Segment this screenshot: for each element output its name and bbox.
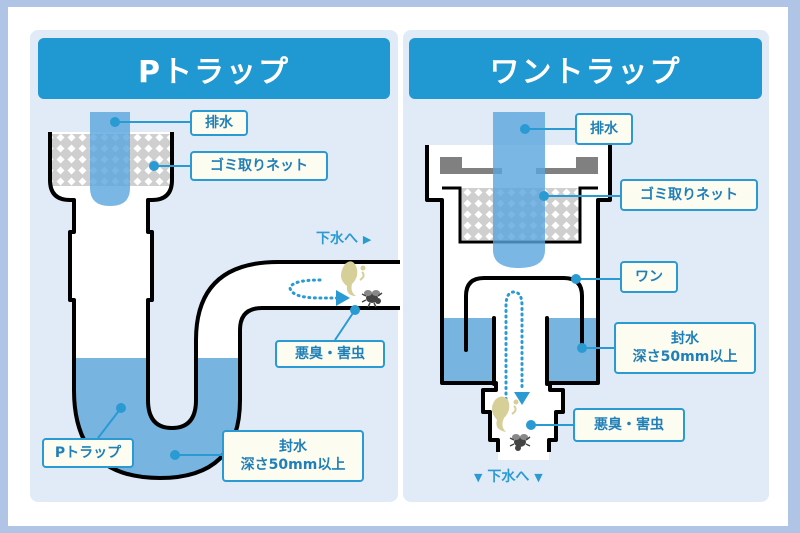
onetrap-net-label-text: ゴミ取りネット [640, 187, 738, 203]
onetrap-seal-depth: 深さ50mm以上 [632, 349, 738, 365]
onetrap-odor-label-text: 悪臭・害虫 [594, 417, 664, 433]
ptrap-odor-label-text: 悪臭・害虫 [295, 346, 365, 362]
right-arrow-icon: ▶ [362, 233, 372, 246]
onetrap-odor-label: 悪臭・害虫 [573, 408, 685, 442]
onetrap-drain-label-text: 排水 [590, 121, 618, 137]
onetrap-to-sewer-text: 下水へ [487, 469, 530, 485]
onetrap-bowl-label: ワン [620, 261, 678, 293]
ptrap-seal-label: 封水 深さ50mm以上 [222, 430, 364, 482]
ptrap-net-label: ゴミ取りネット [190, 151, 328, 181]
ptrap-seal-depth: 深さ50mm以上 [240, 457, 346, 473]
onetrap-net-label: ゴミ取りネット [620, 179, 758, 211]
onetrap-seal-label: 封水 深さ50mm以上 [614, 322, 756, 374]
ptrap-drain-label: 排水 [190, 110, 248, 136]
ptrap-odor-label: 悪臭・害虫 [275, 340, 385, 368]
onetrap-gas-flow-arrow [504, 290, 530, 407]
down-arrow-icon: ▼ [474, 471, 483, 484]
onetrap-seal-title: 封水 [671, 331, 699, 347]
ptrap-name-label-text: Pトラップ [54, 445, 122, 461]
onetrap-odor-icon [491, 396, 519, 432]
ptrap-drain-column [90, 112, 130, 206]
ptrap-gas-flow-arrow [288, 278, 350, 306]
ptrap-title: Pトラップ [38, 38, 390, 99]
onetrap-drain-label: 排水 [575, 113, 633, 145]
onetrap-leader-lines [520, 124, 620, 430]
ptrap-pipe [48, 112, 400, 480]
ptrap-to-sewer-text: 下水へ [316, 231, 358, 247]
onetrap-lid-right [536, 157, 598, 174]
onetrap-bowl-label-text: ワン [635, 269, 663, 285]
ptrap-drain-label-text: 排水 [205, 115, 233, 131]
ptrap-leader-lines [97, 117, 360, 460]
onetrap-insect-icon [509, 434, 531, 451]
ptrap-net-label-text: ゴミ取りネット [210, 158, 308, 174]
onetrap-drain-column [493, 112, 545, 268]
ptrap-seal-title: 封水 [279, 439, 307, 455]
ptrap-name-label: Pトラップ [42, 438, 134, 468]
ptrap-to-sewer: 下水へ ▶ [316, 228, 371, 248]
ptrap-odor-icon [340, 261, 366, 296]
onetrap-body [425, 112, 612, 460]
onetrap-title: ワントラップ [409, 38, 762, 99]
onetrap-to-sewer: ▼ 下水へ ▼ [474, 466, 543, 486]
down-arrow-icon: ▼ [534, 471, 543, 484]
ptrap-insect-icon [361, 290, 383, 308]
onetrap-lid-left [440, 157, 502, 174]
